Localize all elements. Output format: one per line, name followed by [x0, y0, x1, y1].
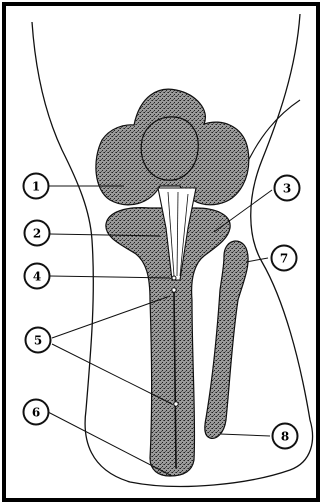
fixation-point — [172, 288, 176, 292]
callout-3-label: 3 — [283, 182, 291, 196]
callout-7: 7 — [272, 246, 297, 271]
callout-6-label: 6 — [32, 406, 40, 420]
callout-1: 1 — [24, 174, 49, 199]
callout-2-label: 2 — [33, 227, 41, 241]
callout-4-label: 4 — [33, 270, 41, 284]
callout-8-label: 8 — [281, 430, 289, 444]
callout-3: 3 — [275, 176, 300, 201]
callout-7-label: 7 — [280, 252, 288, 266]
callout-1-label: 1 — [32, 180, 40, 194]
patella — [141, 117, 198, 180]
fixation-point — [172, 276, 176, 280]
callout-5-label: 5 — [34, 334, 42, 348]
callout-6: 6 — [24, 400, 49, 425]
callout-2: 2 — [25, 221, 50, 246]
callout-8: 8 — [273, 424, 298, 449]
callout-5: 5 — [26, 328, 51, 353]
callout-4: 4 — [25, 264, 50, 289]
fixation-point — [174, 402, 178, 406]
